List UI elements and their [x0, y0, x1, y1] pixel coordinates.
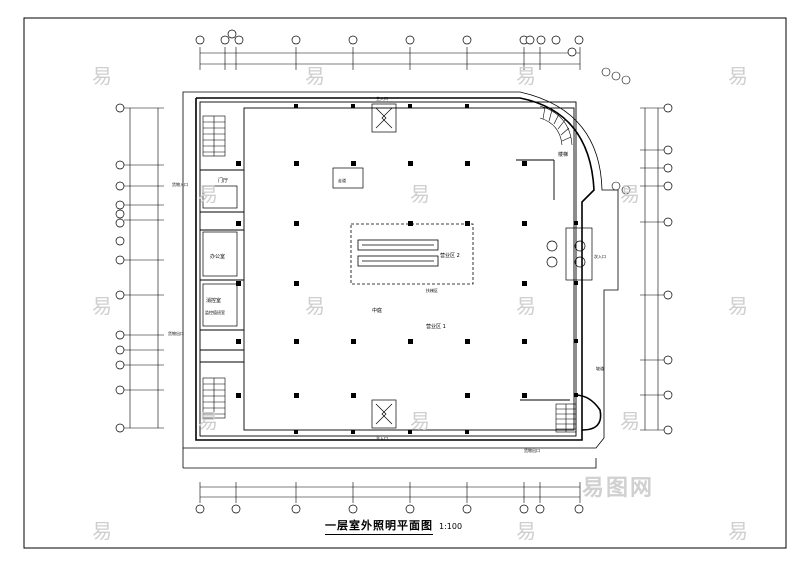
watermark-glyph: 易: [410, 182, 430, 206]
stair-lower-right: [555, 403, 577, 433]
drawing-scale: 1:100: [439, 522, 463, 531]
watermark-logo: 易图网: [582, 476, 655, 501]
right-dimension-line: [640, 107, 664, 431]
label-lobby: 门厅: [218, 177, 228, 184]
watermark-glyph: 易: [620, 409, 640, 433]
watermark-glyph: 易: [198, 409, 218, 433]
label-shop-a: 营业区 1: [426, 323, 446, 330]
label-goods-entrance: 货物入口: [172, 181, 188, 187]
right-axis-bubbles: [663, 103, 673, 435]
orientation-marks: [601, 67, 631, 195]
label-control: 消控室: [206, 297, 221, 304]
drawing-title-block: 一层室外照明平面图 1:100: [325, 517, 462, 537]
stair-upper-right: [539, 105, 573, 146]
label-side-entrance: 次入口: [594, 253, 606, 259]
label-corridor: 走道: [338, 177, 346, 183]
label-stair-note: 楼梯: [558, 151, 568, 158]
label-atrium: 中庭: [372, 307, 382, 314]
left-dimension-line: [124, 107, 164, 429]
label-ramp: 坡道: [596, 365, 604, 371]
top-dimension-line: [199, 47, 581, 70]
structural-columns: [236, 104, 578, 434]
label-main-entrance-bottom: 主入口: [376, 435, 388, 441]
building-outer-wall: [195, 97, 602, 441]
watermark-glyph: 易: [728, 64, 748, 88]
watermark-glyph: 易: [516, 519, 536, 543]
left-axis-bubbles: [115, 103, 125, 433]
watermark-glyph: 易: [198, 182, 218, 206]
entrance-doors: [371, 103, 593, 429]
label-goods-exit-bottom: 货物出口: [524, 447, 540, 453]
label-main-entrance-top: 主入口: [376, 95, 388, 101]
stair-lower-left: [202, 377, 226, 419]
top-axis-bubbles: [195, 29, 584, 57]
drawing-title: 一层室外照明平面图: [325, 517, 433, 535]
label-goods-exit: 货物出口: [168, 330, 184, 336]
watermark-glyph: 易: [92, 294, 112, 318]
watermark-glyph: 易: [92, 519, 112, 543]
watermark-glyph: 易: [516, 294, 536, 318]
bottom-dimension-line: [199, 482, 581, 503]
watermark-glyph: 易: [516, 64, 536, 88]
watermark-glyph: 易: [728, 519, 748, 543]
label-office: 办公室: [210, 253, 225, 260]
watermark-glyph: 易: [620, 182, 640, 206]
label-control-sub: 监控值班室: [205, 309, 225, 315]
watermark-glyph: 易: [92, 64, 112, 88]
bottom-axis-bubbles: [195, 504, 584, 514]
equipment-boxes: [202, 167, 364, 327]
watermark-glyph: 易: [305, 64, 325, 88]
label-escalator-zone: 扶梯区: [426, 287, 438, 293]
drawing-frame: [23, 17, 787, 549]
site-boundary: [182, 91, 619, 469]
watermark-glyph: 易: [410, 409, 430, 433]
label-shop-b: 营业区 2: [440, 252, 460, 259]
stair-upper-left: [202, 115, 226, 157]
watermark-glyph: 易: [728, 294, 748, 318]
watermark-glyph: 易: [305, 294, 325, 318]
